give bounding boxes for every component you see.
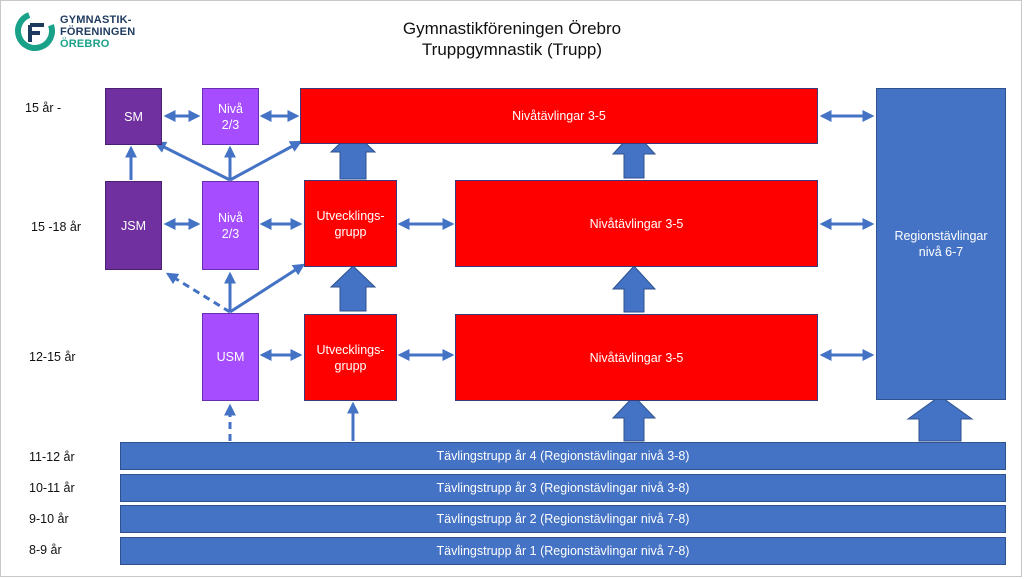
age-label-15-plus: 15 år - [25,101,62,115]
age-label-8-9: 8-9 år [29,543,62,557]
jsm-box: JSM [105,181,162,270]
age-label-9-10: 9-10 år [29,512,69,526]
utvecklingsgrupp-mid-box: Utvecklings- grupp [304,180,397,267]
nivatavlingar-mid-box: Nivåtävlingar 3-5 [455,180,818,267]
logo-icon [15,11,55,51]
logo-line1: GYMNASTIK- [60,14,132,26]
diagram-subtitle: Truppgymnastik (Trupp) [421,40,603,59]
diagram-title: Gymnastikföreningen Örebro [402,19,622,38]
usm-box: USM [202,313,259,401]
arrow-niva-nivatavl [229,140,303,182]
block-arrow-low-to-mid [611,265,657,313]
niva-top-box: Nivå 2/3 [202,88,259,145]
nivatavlingar-low-box: Nivåtävlingar 3-5 [455,314,818,401]
age-label-15-18: 15 -18 år [31,220,82,234]
tavlingstrupp-ar2-bar: Tävlingstrupp år 2 (Regionstävlingar niv… [120,505,1006,533]
niva-mid-box: Nivå 2/3 [202,181,259,270]
arrow-niva-sm [153,141,231,182]
age-label-12-15: 12-15 år [29,350,76,364]
logo-line3: ÖREBRO [60,38,110,50]
tavlingstrupp-ar4-bar: Tävlingstrupp år 4 (Regionstävlingar niv… [120,442,1006,470]
sm-box: SM [105,88,162,145]
age-label-10-11: 10-11 år [29,481,75,495]
block-arrow-bar-to-low [611,395,657,442]
utvecklingsgrupp-low-box: Utvecklings- grupp [304,314,397,401]
logo-line2: FÖRENINGEN [60,26,136,38]
regionstavlingar-box: Regionstävlingar nivå 6-7 [876,88,1006,400]
nivatavlingar-top-box: Nivåtävlingar 3-5 [300,88,818,144]
arrow-usm-jsm-dashed [165,272,231,314]
age-label-11-12: 11-12 år [29,450,75,464]
tavlingstrupp-ar1-bar: Tävlingstrupp år 1 (Regionstävlingar niv… [120,537,1006,565]
arrow-usm-utv-mid [229,263,306,314]
block-arrow-bar-to-region [906,395,974,442]
tavlingstrupp-ar3-bar: Tävlingstrupp år 3 (Regionstävlingar niv… [120,474,1006,502]
block-arrow-utv-low-to-mid [329,265,377,312]
